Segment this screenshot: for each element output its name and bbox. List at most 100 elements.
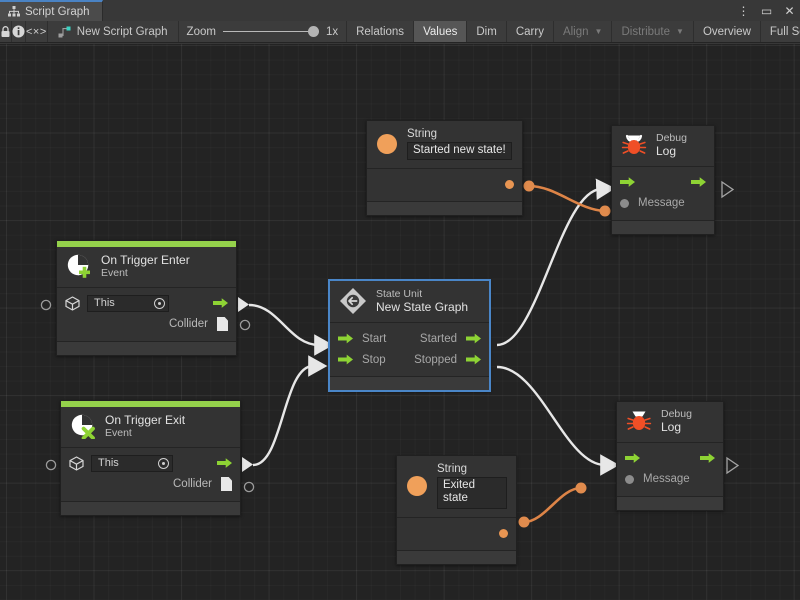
toolbar-button-distribute[interactable]: Distribute ▼ xyxy=(612,21,694,42)
node-subtitle: Log xyxy=(656,144,677,159)
started-output-port[interactable] xyxy=(466,333,481,344)
maximize-icon[interactable]: ▭ xyxy=(760,3,773,18)
chevron-down-icon: ▼ xyxy=(594,26,603,36)
port-stub-triangle xyxy=(242,457,253,472)
window-buttons: ⋮ ▭ ✕ xyxy=(737,0,796,21)
node-title: On Trigger Exit xyxy=(105,413,186,427)
toolbar-button-dim[interactable]: Dim xyxy=(467,21,507,42)
string-output-port[interactable] xyxy=(505,180,514,190)
bug-icon xyxy=(621,132,647,158)
gameobject-icon xyxy=(65,295,80,311)
node-flow-row xyxy=(612,172,714,193)
stop-label: Stop xyxy=(362,353,386,366)
node-debug-log-bottom[interactable]: Debug Log Message xyxy=(616,401,724,511)
gameobject-icon xyxy=(69,455,84,471)
node-port-row-stop: Stop Stopped xyxy=(330,349,489,370)
graph-icon xyxy=(8,6,20,17)
flow-output-port[interactable] xyxy=(691,177,706,187)
flow-input-port[interactable] xyxy=(625,453,640,463)
string-value-field[interactable]: Exited state xyxy=(437,476,507,509)
graph-canvas[interactable]: String Started new state! xyxy=(0,44,800,600)
graph-toolbar: <×> New Script Graph Zoom 1x Relations V… xyxy=(0,21,800,43)
collider-output-port[interactable] xyxy=(217,317,228,332)
node-port-row-start: Start Started xyxy=(330,328,489,349)
collider-output-port[interactable] xyxy=(221,477,232,492)
node-titles: State Unit New State Graph xyxy=(376,288,468,315)
toolbar-button-carry[interactable]: Carry xyxy=(507,21,554,42)
start-input-port[interactable] xyxy=(338,333,353,344)
lock-icon[interactable] xyxy=(0,21,12,42)
node-header: State Unit New State Graph xyxy=(330,281,489,323)
code-icon[interactable]: <×> xyxy=(26,21,48,42)
port-stub-triangle xyxy=(238,297,249,312)
node-subtitle: Log xyxy=(661,420,682,435)
node-footer xyxy=(330,376,489,390)
port-stub-triangle-outline xyxy=(726,456,740,475)
object-picker-icon[interactable] xyxy=(158,457,169,469)
close-icon[interactable]: ✕ xyxy=(784,3,795,18)
zoom-label: Zoom xyxy=(186,25,216,38)
info-icon[interactable] xyxy=(12,21,26,42)
trigger-exit-icon xyxy=(70,413,96,440)
message-input-port[interactable] xyxy=(625,474,634,484)
string-value-field[interactable]: Started new state! xyxy=(407,141,512,161)
tab-script-graph[interactable]: Script Graph xyxy=(0,0,103,21)
zoom-slider[interactable] xyxy=(222,25,319,39)
port-stub-ring xyxy=(40,299,52,311)
node-titles: String Exited state xyxy=(437,463,507,509)
node-body: Message xyxy=(612,166,714,220)
toolbar-button-align-label: Align xyxy=(562,25,589,38)
toolbar-button-fullscreen[interactable]: Full Scr xyxy=(761,21,800,42)
node-body: Message xyxy=(617,442,723,496)
node-flow-row xyxy=(617,448,723,469)
node-state-unit[interactable]: State Unit New State Graph Start Started xyxy=(328,279,491,392)
node-body: This Collider xyxy=(61,447,240,501)
string-literal-icon xyxy=(377,134,397,155)
stop-input-port[interactable] xyxy=(338,354,353,365)
toolbar-button-align[interactable]: Align ▼ xyxy=(554,21,613,42)
node-header: String Exited state xyxy=(397,456,516,518)
node-footer xyxy=(57,340,236,355)
node-header: On Trigger Enter Event xyxy=(57,247,236,288)
zoom-slider-knob[interactable] xyxy=(307,26,319,37)
collider-label: Collider xyxy=(173,478,212,491)
node-footer xyxy=(612,219,714,234)
node-message-row: Message xyxy=(612,193,714,214)
stopped-output-port[interactable] xyxy=(466,354,481,365)
flow-input-port[interactable] xyxy=(620,177,635,187)
flow-output-port[interactable] xyxy=(217,458,232,468)
toolbar-button-overview[interactable]: Overview xyxy=(694,21,761,42)
node-subtitle: New State Graph xyxy=(376,300,469,315)
node-on-trigger-exit[interactable]: On Trigger Exit Event This xyxy=(60,400,241,516)
breadcrumb[interactable]: New Script Graph xyxy=(48,21,179,42)
menu-icon[interactable]: ⋮ xyxy=(737,3,750,18)
toolbar-button-values[interactable]: Values xyxy=(414,21,468,42)
target-object-value: This xyxy=(94,297,115,310)
node-header: Debug Log xyxy=(617,402,723,443)
target-object-field[interactable]: This xyxy=(91,454,173,472)
node-body xyxy=(397,517,516,550)
node-body xyxy=(367,169,522,202)
flow-output-port[interactable] xyxy=(213,298,228,308)
target-object-field[interactable]: This xyxy=(87,294,169,312)
message-input-port[interactable] xyxy=(620,198,629,208)
zoom-slider-track xyxy=(222,31,319,32)
node-message-row: Message xyxy=(617,469,723,490)
node-titles: Debug Log xyxy=(656,132,687,159)
port-stub-triangle-outline xyxy=(721,180,735,199)
edge-endpoint-dot xyxy=(518,516,530,528)
node-debug-log-top[interactable]: Debug Log Message xyxy=(611,125,715,235)
toolbar-button-relations[interactable]: Relations xyxy=(347,21,415,42)
edge-string-top-to-message xyxy=(528,184,606,213)
node-title: Debug xyxy=(661,408,692,420)
node-string-bottom[interactable]: String Exited state xyxy=(396,455,517,565)
node-title: String xyxy=(407,128,438,140)
node-on-trigger-enter[interactable]: On Trigger Enter Event This xyxy=(56,240,237,356)
string-output-port[interactable] xyxy=(499,528,508,538)
object-picker-icon[interactable] xyxy=(154,297,165,309)
node-header: Debug Log xyxy=(612,126,714,167)
collider-label: Collider xyxy=(169,318,208,331)
node-string-top[interactable]: String Started new state! xyxy=(366,120,523,217)
flow-output-port[interactable] xyxy=(700,453,715,463)
